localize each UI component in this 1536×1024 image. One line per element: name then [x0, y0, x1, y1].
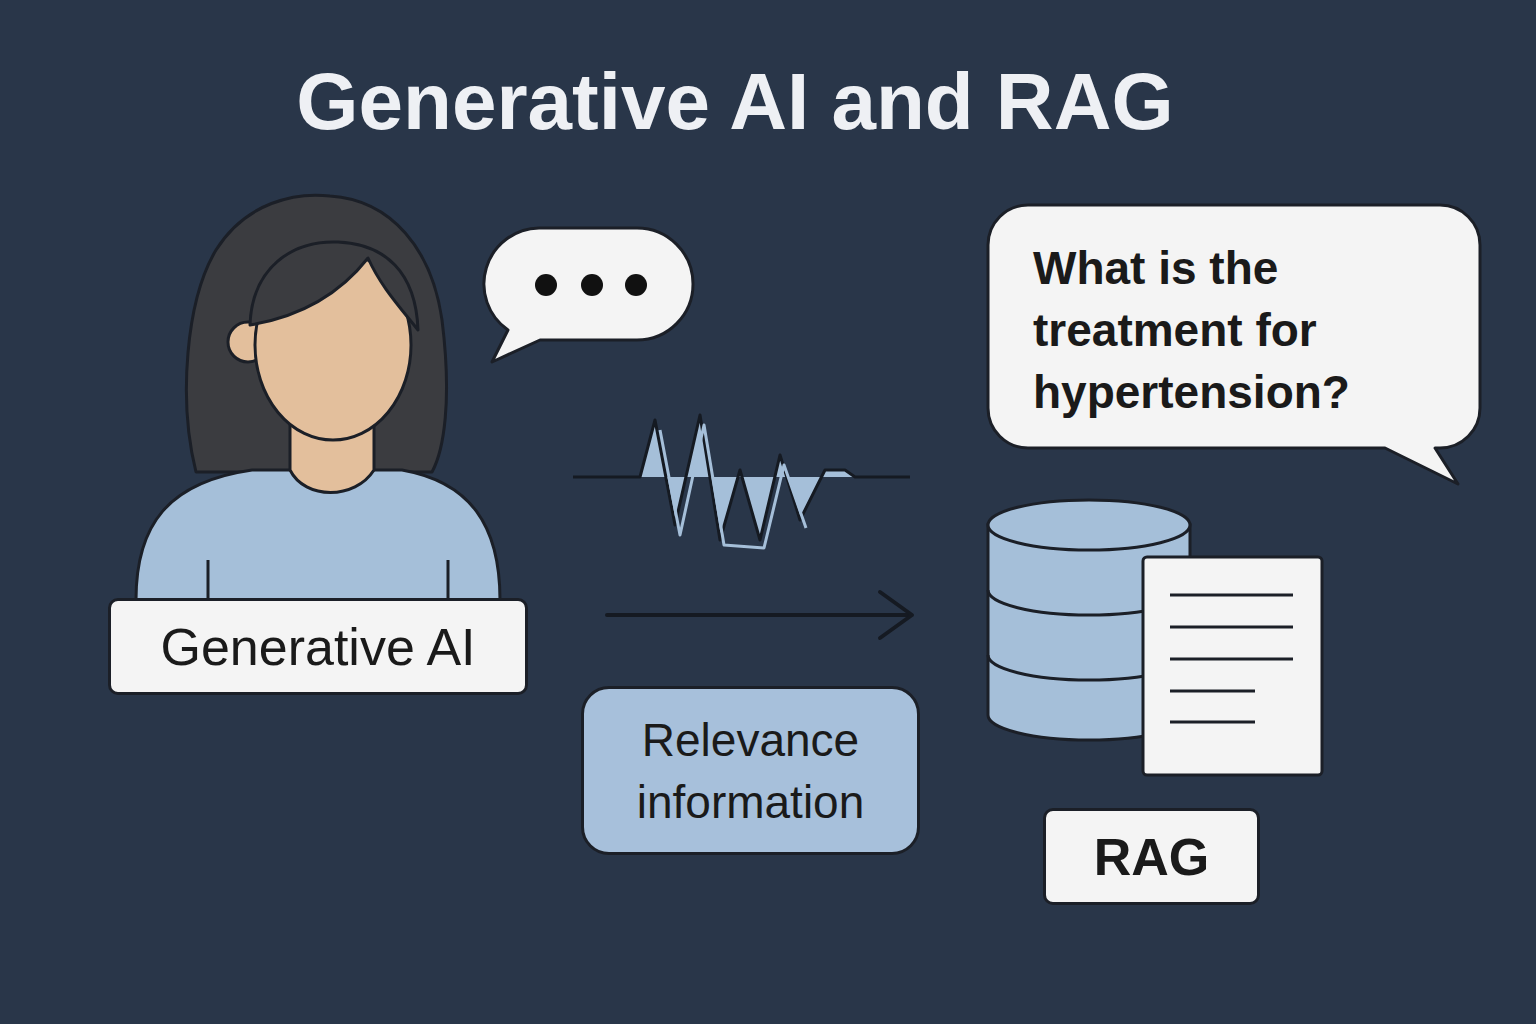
- bubble-outline: [988, 205, 1480, 484]
- diagram-title: Generative AI and RAG: [150, 52, 1320, 152]
- shirt-line: [447, 560, 450, 598]
- arrow-shaft: [607, 613, 910, 617]
- text-line: [1170, 594, 1293, 597]
- text-line: [1170, 626, 1293, 629]
- thinking-bubble: [484, 228, 693, 362]
- node-text: Relevance information: [606, 709, 895, 833]
- dot: [535, 274, 557, 296]
- text-line: [1170, 721, 1255, 724]
- db-top: [988, 500, 1190, 550]
- hair-fringe: [250, 242, 418, 330]
- person-figure: [136, 195, 500, 600]
- label-box: RAG: [1043, 808, 1260, 905]
- document-page: [1143, 557, 1322, 775]
- dot: [625, 274, 647, 296]
- bubble-outline: [484, 228, 693, 362]
- info-box: Relevance information: [581, 686, 920, 855]
- wave-highlight: [660, 425, 806, 548]
- text-line: [1170, 658, 1293, 661]
- shirt-line: [207, 560, 210, 598]
- text-line: [1170, 690, 1255, 693]
- flow-arrow: [607, 592, 912, 638]
- label-box: Generative AI: [108, 598, 528, 695]
- waveform: [573, 415, 910, 548]
- node-text: RAG: [1094, 826, 1210, 888]
- speech-bubble: What is the treatment for hypertension?: [988, 205, 1480, 448]
- hair-back: [186, 195, 446, 472]
- node-text: What is the treatment for hypertension?: [1033, 237, 1450, 423]
- document-icon: [1143, 557, 1322, 775]
- wave-line: [573, 415, 910, 540]
- dot: [581, 274, 603, 296]
- node-text: Generative AI: [160, 616, 475, 678]
- arrow-head: [880, 592, 912, 638]
